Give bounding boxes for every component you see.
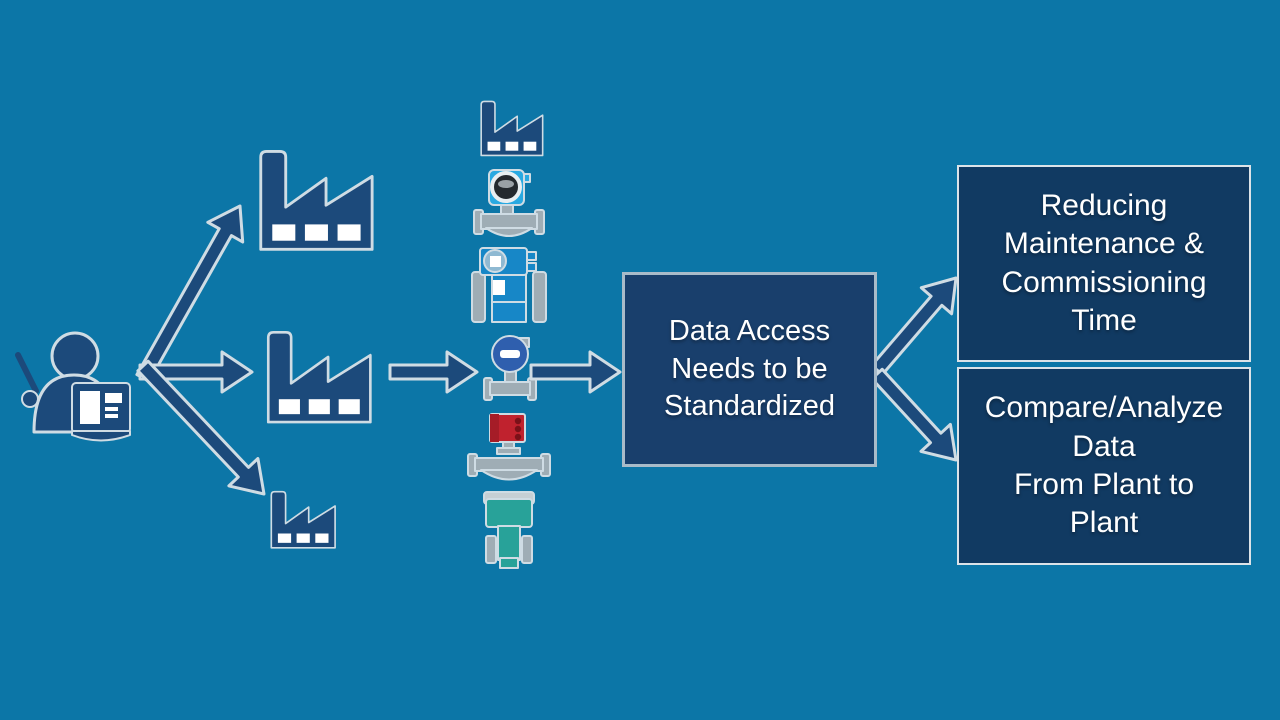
- factory-icon-medium: [266, 331, 372, 424]
- operator-with-tablet-icon: [15, 331, 131, 442]
- flow-arrow: [529, 350, 622, 394]
- factory-icon-large: [259, 150, 374, 251]
- vortex-flow-meter-icon: [483, 335, 537, 401]
- flow-arrow: [870, 367, 958, 462]
- flow-arrow: [870, 276, 958, 377]
- outcome-box-reduce-time: Reducing Maintenance & Commissioning Tim…: [957, 165, 1251, 362]
- flow-arrow: [136, 359, 266, 496]
- coriolis-flow-meter-icon: [473, 169, 545, 237]
- center-box: Data Access Needs to be Standardized: [622, 272, 877, 467]
- flow-arrow: [388, 350, 479, 394]
- factory-icon-small: [270, 490, 336, 549]
- outcome-box-label: Reducing Maintenance & Commissioning Tim…: [1001, 188, 1207, 337]
- center-box-label: Data Access Needs to be Standardized: [664, 314, 835, 423]
- red-coriolis-flow-meter-icon: [467, 413, 551, 481]
- factory-icon-column: [480, 100, 544, 157]
- tablet-book-icon: [71, 382, 131, 442]
- flow-arrow: [135, 204, 245, 383]
- outcome-box-compare-data: Compare/Analyze Data From Plant to Plant: [957, 367, 1251, 565]
- electromagnetic-flow-meter-icon: [471, 247, 547, 323]
- outcome-box-label: Compare/Analyze Data From Plant to Plant: [984, 391, 1224, 540]
- thermal-flow-meter-icon: [483, 491, 535, 569]
